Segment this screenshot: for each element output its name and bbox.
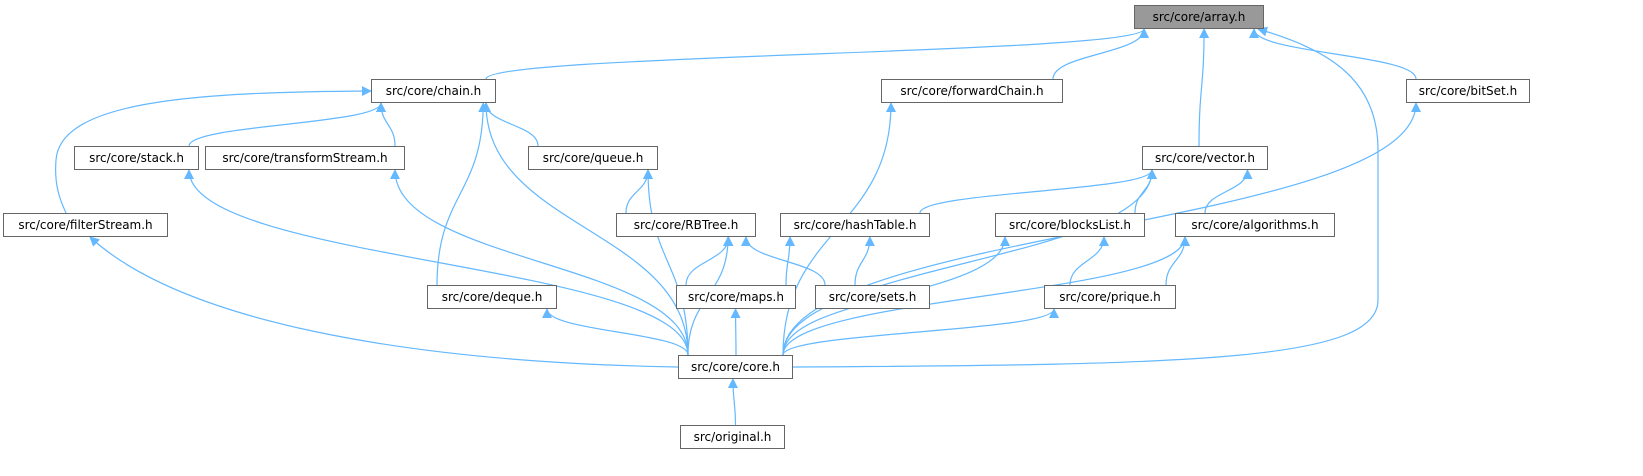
edge-chain-to-array xyxy=(485,28,1149,80)
edge-deque-to-chain xyxy=(436,102,489,286)
edge-stack-to-chain xyxy=(188,102,386,147)
node-original[interactable]: src/original.h xyxy=(680,425,785,449)
edge-maps-to-RBTree xyxy=(685,236,734,286)
node-bitSet[interactable]: src/core/bitSet.h xyxy=(1406,79,1530,103)
node-maps[interactable]: src/core/maps.h xyxy=(676,285,796,309)
edge-maps-to-hashTable xyxy=(784,236,795,286)
edge-prique-to-blocksList xyxy=(1069,236,1109,286)
edge-sets-to-hashTable xyxy=(854,236,875,286)
edge-core-to-prique xyxy=(782,308,1059,356)
edge-bitSet-to-array xyxy=(1249,28,1417,80)
edge-core-to-chain xyxy=(481,102,689,356)
node-RBTree[interactable]: src/core/RBTree.h xyxy=(616,213,756,237)
node-transformStream[interactable]: src/core/transformStream.h xyxy=(205,146,405,170)
edge-core-to-queue xyxy=(643,169,689,356)
node-hashTable[interactable]: src/core/hashTable.h xyxy=(780,213,930,237)
edge-core-to-filterStream xyxy=(89,236,679,368)
node-filterStream[interactable]: src/core/filterStream.h xyxy=(3,213,168,237)
node-vector[interactable]: src/core/vector.h xyxy=(1142,146,1268,170)
edge-RBTree-to-queue xyxy=(625,169,653,214)
node-blocksList[interactable]: src/core/blocksList.h xyxy=(995,213,1145,237)
edge-sets-to-RBTree xyxy=(741,236,826,286)
node-prique[interactable]: src/core/prique.h xyxy=(1044,285,1176,309)
edge-forwardChain-to-array xyxy=(1052,28,1149,80)
node-deque[interactable]: src/core/deque.h xyxy=(427,285,557,309)
edge-core-to-transformStream xyxy=(390,169,689,356)
edge-core-to-algorithms xyxy=(782,236,1190,356)
node-queue[interactable]: src/core/queue.h xyxy=(528,146,658,170)
node-core[interactable]: src/core/core.h xyxy=(678,355,793,379)
edge-core-to-stack xyxy=(184,169,689,356)
edge-filterStream-to-chain xyxy=(55,86,372,214)
edge-vector-to-array xyxy=(1198,28,1210,147)
node-forwardChain[interactable]: src/core/forwardChain.h xyxy=(881,79,1063,103)
edge-core-to-array xyxy=(792,26,1379,368)
edge-transformStream-to-chain xyxy=(376,102,396,147)
node-sets[interactable]: src/core/sets.h xyxy=(815,285,930,309)
edge-algorithms-to-vector xyxy=(1204,169,1253,214)
edge-original-to-core xyxy=(727,378,738,426)
edge-queue-to-chain xyxy=(481,102,539,147)
node-chain[interactable]: src/core/chain.h xyxy=(371,79,496,103)
node-array[interactable]: src/core/array.h xyxy=(1134,5,1264,29)
edge-core-to-vector xyxy=(782,169,1157,356)
node-stack[interactable]: src/core/stack.h xyxy=(74,146,199,170)
edge-hashTable-to-vector xyxy=(919,169,1157,214)
edge-core-to-deque xyxy=(542,308,689,356)
node-algorithms[interactable]: src/core/algorithms.h xyxy=(1175,213,1335,237)
